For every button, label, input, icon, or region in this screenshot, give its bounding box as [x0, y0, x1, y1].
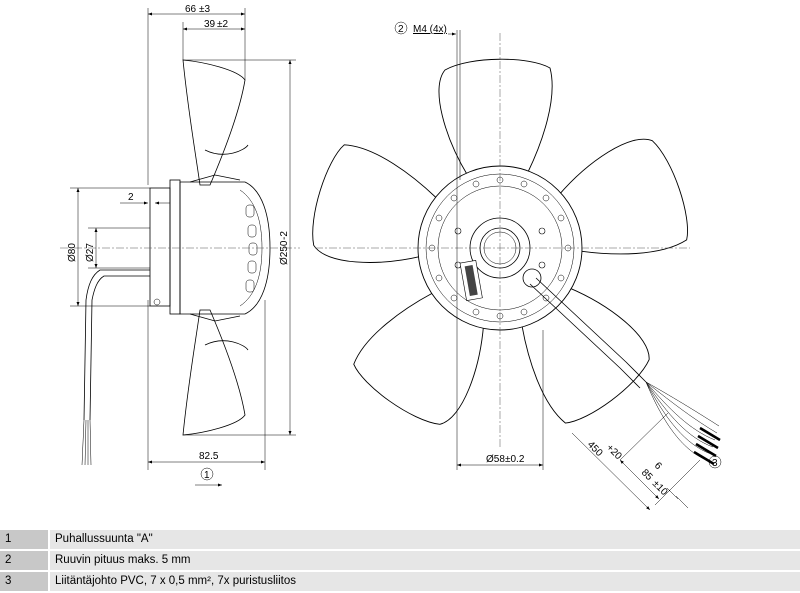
dim-66-tol: ±3: [199, 4, 210, 15]
legend-number: 3: [0, 572, 48, 591]
dim-cable-85: 85: [639, 467, 655, 483]
screw-label: M4 (4x): [413, 24, 447, 35]
dim-cable-450: 450: [585, 439, 605, 459]
front-view: [312, 33, 690, 448]
side-view: [60, 59, 300, 466]
dim-39: 39: [204, 19, 216, 30]
dim-82-5: 82.5: [199, 451, 219, 462]
dim-dia-27: Ø27: [85, 243, 96, 262]
technical-drawing: 66 ±3 39 ±2 2 Ø80 Ø27 Ø250 -2 82.5 1: [60, 4, 722, 511]
legend-row: 1 Puhallussuunta "A": [0, 530, 800, 549]
legend-table: 1 Puhallussuunta "A" 2 Ruuvin pituus mak…: [0, 530, 800, 593]
side-dimensions: 66 ±3 39 ±2 2 Ø80 Ø27 Ø250 -2 82.5 1: [67, 4, 296, 487]
dim-66: 66: [185, 4, 197, 15]
callout-2: 2: [398, 24, 404, 35]
dim-cable-85-tol: ±10: [650, 478, 670, 498]
legend-number: 2: [0, 551, 48, 570]
legend-text: Ruuvin pituus maks. 5 mm: [50, 551, 800, 570]
dim-2: 2: [128, 192, 134, 203]
dim-dia-58-tol: ±0.2: [505, 454, 525, 465]
cable-wires: [645, 381, 721, 466]
legend-text: Puhallussuunta "A": [50, 530, 800, 549]
dim-dia-80: Ø80: [67, 243, 78, 262]
dim-39-tol: ±2: [217, 19, 228, 30]
legend-number: 1: [0, 530, 48, 549]
legend-row: 2 Ruuvin pituus maks. 5 mm: [0, 551, 800, 570]
dim-dia-58: Ø58: [486, 454, 505, 465]
dim-dia-250-tol: -2: [279, 231, 290, 240]
dim-cable-6: 6: [652, 460, 664, 472]
dim-dia-250: Ø250: [279, 240, 290, 265]
legend-row: 3 Liitäntäjohto PVC, 7 x 0,5 mm², 7x pur…: [0, 572, 800, 591]
callout-1: 1: [204, 470, 210, 481]
callout-3: 3: [712, 458, 718, 469]
legend-text: Liitäntäjohto PVC, 7 x 0,5 mm², 7x puris…: [50, 572, 800, 591]
